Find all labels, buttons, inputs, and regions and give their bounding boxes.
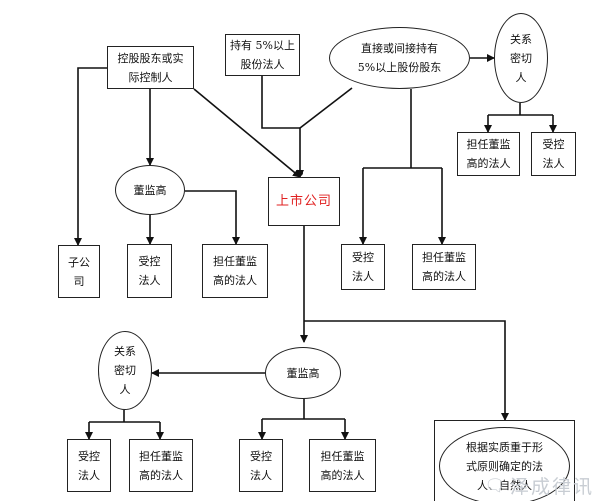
node-mid-director: 担任董监 高的法人 xyxy=(412,244,476,290)
node-left-controlled-label: 受控 法人 xyxy=(138,255,161,287)
edge-5pct-holder-to-company xyxy=(299,87,353,129)
node-close-relation-top-label: 关系 密切 人 xyxy=(510,32,532,84)
node-top-director: 受控 法人 xyxy=(531,132,576,176)
node-close-relation-top: 关系 密切 人 xyxy=(494,13,548,103)
node-top-director-label: 受控 法人 xyxy=(542,138,565,170)
watermark-text: 泽成律讯 xyxy=(509,476,594,498)
node-subsidiary-label: 子公 司 xyxy=(68,255,90,288)
node-close-relation-bottom: 关系 密切 人 xyxy=(98,331,152,410)
node-directors-bottom: 董监高 xyxy=(265,347,341,399)
node-bottom-controlled-1: 受控 法人 xyxy=(67,439,111,492)
node-left-director: 担任董监 高的法人 xyxy=(202,244,268,298)
node-listed-company: 上市公司 xyxy=(268,177,340,226)
node-5pct-legal-label: 持有 5%以上 股份法人 xyxy=(230,39,295,71)
node-mid-director-label: 担任董监 高的法人 xyxy=(422,251,466,283)
node-controlling-shareholder: 控股股东或实 际控制人 xyxy=(107,46,194,89)
node-substance-principle-box: 根据实质重于形 式原则确定的法 人、自然人 xyxy=(434,420,575,501)
node-substance-principle-label: 根据实质重于形 式原则确定的法 人、自然人 xyxy=(466,440,543,492)
node-subsidiary: 子公 司 xyxy=(58,245,100,298)
node-bottom-director-1-label: 担任董监 高的法人 xyxy=(139,449,183,482)
node-left-director-label: 担任董监 高的法人 xyxy=(213,255,257,287)
node-directors-left: 董监高 xyxy=(115,165,185,215)
node-directors-bottom-label: 董监高 xyxy=(286,366,320,380)
node-bottom-controlled-1-label: 受控 法人 xyxy=(78,449,100,482)
node-5pct-legal: 持有 5%以上 股份法人 xyxy=(225,34,300,76)
node-mid-controlled: 受控 法人 xyxy=(341,244,385,290)
edge-controller-to-company xyxy=(193,88,301,178)
node-bottom-director-2-label: 担任董监 高的法人 xyxy=(320,449,365,482)
node-5pct-shareholder: 直接或间接持有 5%以上股份股东 xyxy=(329,27,470,89)
node-mid-controlled-label: 受控 法人 xyxy=(352,251,374,283)
node-directors-left-label: 董监高 xyxy=(133,183,167,197)
edge-5pct-legal-to-company xyxy=(261,76,304,178)
node-top-controlled: 担任董监 高的法人 xyxy=(457,132,520,176)
node-bottom-controlled-2-label: 受控 法人 xyxy=(250,449,272,482)
node-5pct-shareholder-label: 直接或间接持有 5%以上股份股东 xyxy=(357,42,442,74)
watermark: 🗨 泽成律讯 xyxy=(484,472,594,499)
node-left-controlled: 受控 法人 xyxy=(127,244,172,298)
node-bottom-controlled-2: 受控 法人 xyxy=(239,439,283,492)
node-top-controlled-label: 担任董监 高的法人 xyxy=(466,138,511,170)
edge-company-to-substance xyxy=(304,320,509,421)
chat-bubble-icon: 🗨 xyxy=(484,475,508,496)
edge-controller-to-subsidiary xyxy=(74,67,107,246)
junction-dot xyxy=(297,170,303,176)
node-controlling-shareholder-label: 控股股东或实 际控制人 xyxy=(117,51,184,84)
node-bottom-director-2: 担任董监 高的法人 xyxy=(309,439,376,492)
node-listed-company-label: 上市公司 xyxy=(275,194,332,209)
edge-directors-left-to-director xyxy=(185,190,240,245)
node-substance-principle: 根据实质重于形 式原则确定的法 人、自然人 xyxy=(439,427,570,501)
node-bottom-director-1: 担任董监 高的法人 xyxy=(129,439,193,492)
node-close-relation-bottom-label: 关系 密切 人 xyxy=(114,345,136,396)
